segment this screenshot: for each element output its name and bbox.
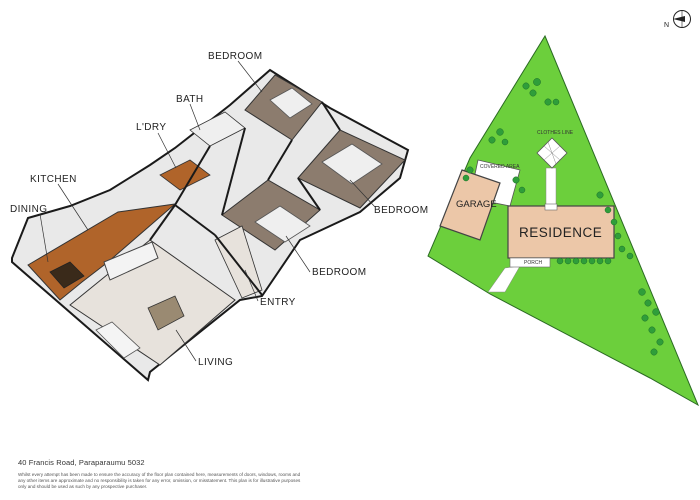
site-label-porch: PORCH — [524, 260, 542, 266]
sofa — [95, 321, 141, 359]
north-compass-icon — [673, 10, 691, 28]
residence — [507, 205, 615, 259]
dining-table — [49, 261, 85, 289]
site-plan: GARAGE RESIDENCE PORCH CLOTHES LINE COVE… — [427, 34, 700, 407]
room-label-laundry: L'DRY — [136, 122, 166, 133]
room-label-entry: ENTRY — [260, 297, 296, 308]
plan-disclaimer: Whilst every attempt has been made to en… — [18, 472, 301, 489]
porch — [509, 257, 551, 268]
garage — [439, 169, 501, 241]
floor-plan-3d — [11, 68, 410, 382]
room-label-dining: DINING — [10, 204, 47, 215]
room-label-bedroom-lower: BEDROOM — [312, 267, 366, 278]
plan-footer: 40 Francis Road, Paraparaumu 5032 Whilst… — [18, 458, 318, 490]
residence-step — [544, 203, 558, 211]
kitchen-island — [103, 241, 159, 281]
north-label: N — [664, 22, 669, 29]
label-leaders — [39, 60, 376, 362]
house-outline — [11, 68, 410, 382]
room-label-bath: BATH — [176, 94, 204, 105]
clothes-line-path — [545, 167, 557, 207]
room-label-bedroom-right: BEDROOM — [374, 205, 428, 216]
room-label-living: LIVING — [198, 357, 233, 368]
interior-walls — [149, 101, 341, 296]
bedroom-right-bed — [321, 143, 383, 185]
room-label-bedroom-top: BEDROOM — [208, 51, 262, 62]
site-label-residence: RESIDENCE — [519, 225, 602, 240]
coffee-table — [147, 295, 185, 331]
bedroom-top-bed — [269, 87, 313, 119]
bedroom-lower-bed — [254, 205, 311, 243]
trees — [462, 78, 664, 356]
clothes-line — [536, 137, 568, 169]
site-label-garage: GARAGE — [456, 199, 497, 210]
property-address: 40 Francis Road, Paraparaumu 5032 — [18, 458, 145, 467]
site-label-clothes-line: CLOTHES LINE — [537, 130, 574, 136]
room-label-kitchen: KITCHEN — [30, 174, 77, 185]
site-label-covered-area: COVERED AREA — [480, 164, 520, 170]
